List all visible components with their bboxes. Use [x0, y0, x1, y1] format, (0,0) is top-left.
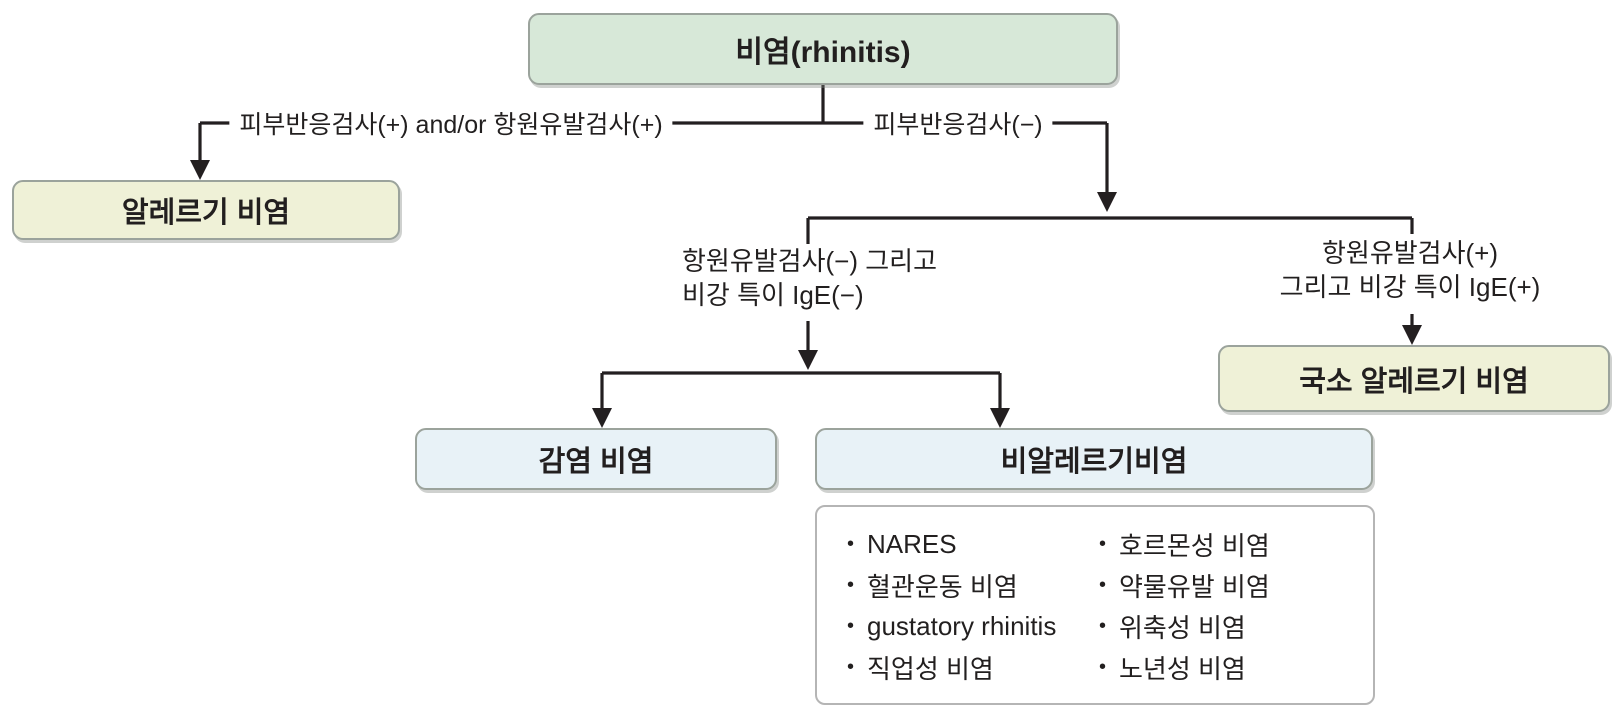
list-item-label: 노년성 비염 [1119, 654, 1246, 684]
list-item-label: 호르몬성 비염 [1119, 531, 1270, 561]
node-allergic-rhinitis: 알레르기 비염 [12, 180, 400, 240]
bullet-icon: • [1099, 615, 1107, 637]
list-item-label: NARES [867, 529, 957, 559]
list-item-label: 약물유발 비염 [1119, 572, 1270, 602]
subtype-list-right-column: • 호르몬성 비염 • 약물유발 비염 • 위축성 비염 • 노년성 비염 [1091, 524, 1365, 695]
bullet-icon: • [1099, 656, 1107, 678]
node-infectious-rhinitis-label: 감염 비염 [538, 446, 654, 478]
node-rhinitis-root-label: 비염(rhinitis) [735, 36, 911, 69]
arrowhead-infectious [592, 408, 612, 428]
list-item: • 위축성 비염 [1091, 606, 1365, 647]
bullet-icon: • [1099, 574, 1107, 596]
list-item: • 호르몬성 비염 [1091, 524, 1365, 565]
list-item: • 혈관운동 비염 [839, 565, 1091, 606]
node-non-allergic-rhinitis: 비알레르기비염 [815, 428, 1373, 490]
bullet-icon: • [847, 615, 855, 637]
list-item: • 약물유발 비염 [1091, 565, 1365, 606]
list-item: • 직업성 비염 [839, 647, 1091, 688]
node-infectious-rhinitis: 감염 비염 [415, 428, 777, 490]
bullet-icon: • [847, 533, 855, 555]
arrowhead-mid [798, 350, 818, 370]
list-item: • gustatory rhinitis [839, 606, 1091, 647]
condition-provocation-positive-line1: 항원유발검사(+) [1321, 238, 1499, 268]
condition-provocation-negative-line2: 비강 특이 IgE(−) [682, 280, 864, 310]
list-item-label: gustatory rhinitis [867, 611, 1057, 641]
condition-provocation-positive: 항원유발검사(+) 그리고 비강 특이 IgE(+) [1280, 236, 1541, 304]
node-non-allergic-rhinitis-label: 비알레르기비염 [1000, 446, 1188, 478]
arrowhead-allergic [190, 160, 210, 180]
edge-label-skin-test-negative: 피부반응검사(−) [863, 103, 1053, 143]
node-allergic-rhinitis-label: 알레르기 비염 [121, 197, 291, 229]
arrowhead-nonallergic [990, 408, 1010, 428]
non-allergic-subtype-list: • NARES • 혈관운동 비염 • gustatory rhinitis •… [815, 505, 1375, 705]
node-rhinitis-root: 비염(rhinitis) [528, 13, 1118, 85]
list-item-label: 혈관운동 비염 [867, 572, 1018, 602]
bullet-icon: • [847, 656, 855, 678]
node-local-allergic-rhinitis: 국소 알레르기 비염 [1218, 345, 1610, 412]
node-local-allergic-rhinitis-label: 국소 알레르기 비염 [1299, 365, 1529, 398]
edge-label-skin-test-positive: 피부반응검사(+) and/or 항원유발검사(+) [229, 103, 673, 143]
arrowhead-local-allergic [1402, 325, 1422, 345]
list-item: • NARES [839, 524, 1091, 565]
condition-provocation-negative-line1: 항원유발검사(−) 그리고 [682, 246, 938, 276]
bullet-icon: • [847, 574, 855, 596]
list-item-label: 위축성 비염 [1119, 613, 1246, 643]
list-item-label: 직업성 비염 [867, 654, 994, 684]
list-item: • 노년성 비염 [1091, 647, 1365, 688]
condition-provocation-negative: 항원유발검사(−) 그리고 비강 특이 IgE(−) [682, 244, 937, 312]
subtype-list-left-column: • NARES • 혈관운동 비염 • gustatory rhinitis •… [839, 524, 1091, 695]
arrowhead-negative-split [1097, 192, 1117, 212]
condition-provocation-positive-line2: 그리고 비강 특이 IgE(+) [1279, 272, 1541, 302]
bullet-icon: • [1099, 533, 1107, 555]
